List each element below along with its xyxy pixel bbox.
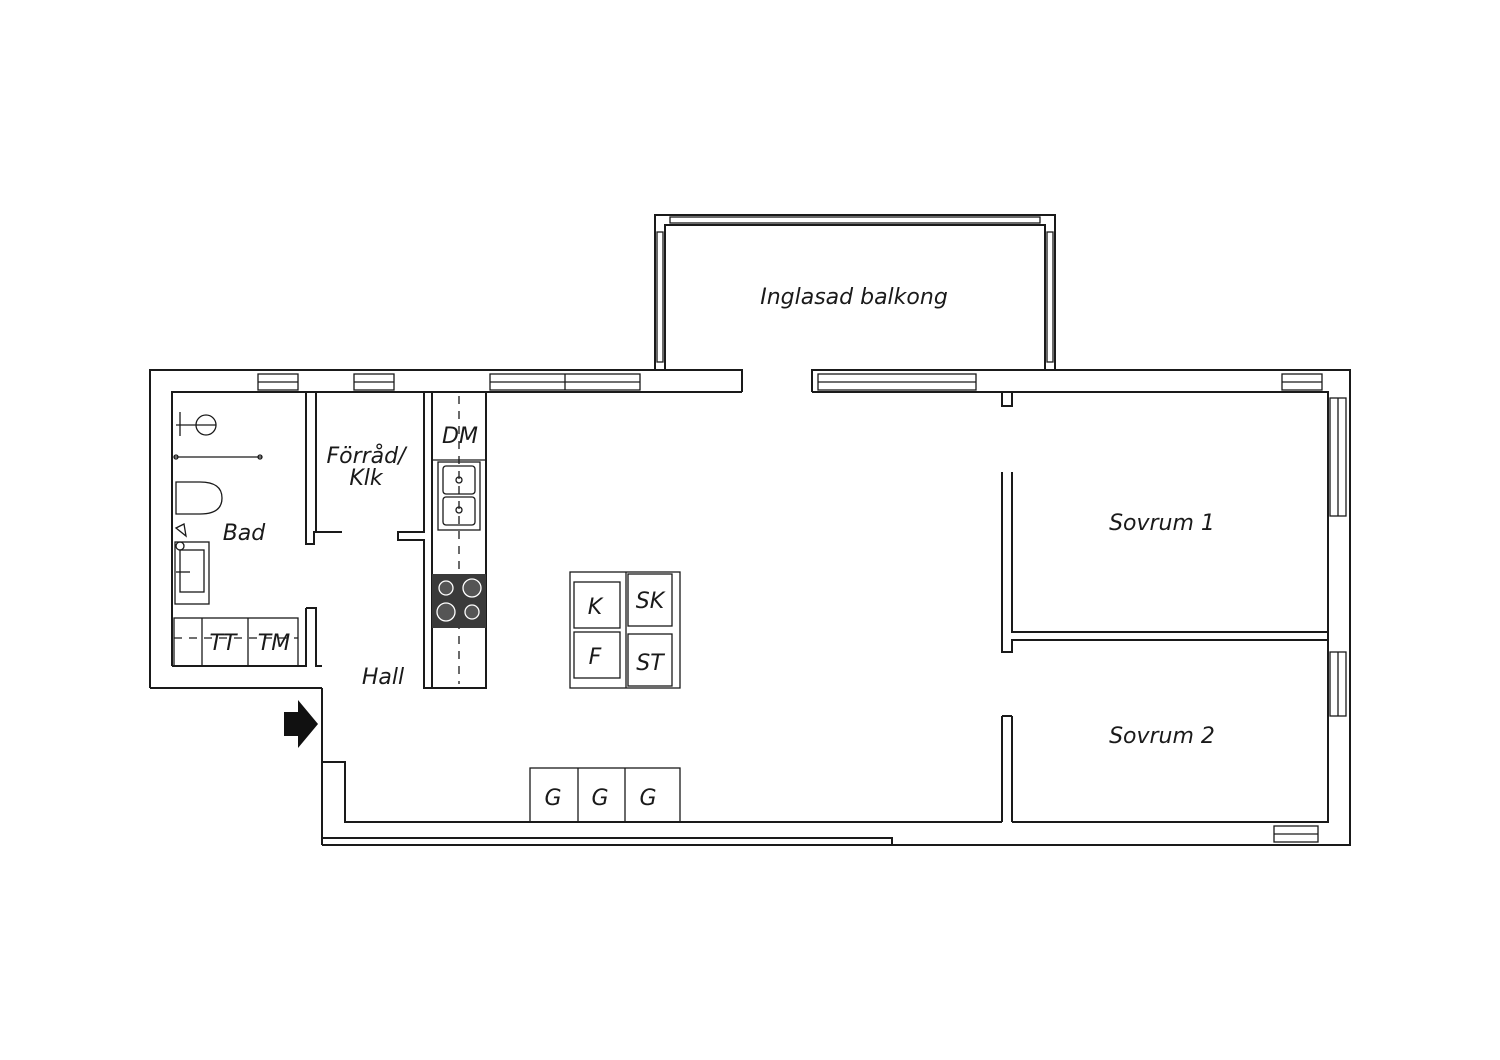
bedroom2-label: Sovrum 2 (1109, 724, 1215, 749)
kitchen (431, 391, 487, 689)
wardrobe-label-3: G (639, 786, 656, 811)
tall-cabinet-label: SK (636, 589, 666, 614)
balcony-label: Inglasad balkong (760, 285, 948, 310)
hall-label: Hall (362, 665, 404, 690)
dishwasher-label: DM (442, 424, 478, 449)
fridge-label: K (588, 595, 604, 620)
stove-icon (432, 574, 486, 628)
wardrobe-label-2: G (591, 786, 608, 811)
storage-label-line1: Förråd/ (326, 443, 408, 469)
shower-icon (173, 412, 263, 460)
cleaning-cabinet-label: ST (636, 651, 665, 676)
wardrobe-label-1: G (544, 786, 561, 811)
dryer-label: TT (210, 631, 238, 656)
kitchen-sink-icon (437, 461, 481, 531)
sink-icon (174, 523, 210, 605)
freezer-label: F (589, 645, 602, 670)
wardrobes (529, 767, 681, 823)
washer-label: TM (258, 631, 290, 656)
toilet-icon (175, 481, 223, 515)
windows (257, 373, 1347, 843)
entrance-arrow-icon (284, 700, 318, 748)
appliance-block (569, 571, 681, 689)
bath-label: Bad (223, 521, 267, 546)
bath-fixtures (173, 412, 299, 667)
balcony (654, 214, 1056, 370)
bedroom1-label: Sovrum 1 (1109, 511, 1215, 536)
storage-label-line2: Klk (349, 466, 384, 491)
outer-walls (149, 369, 1351, 846)
